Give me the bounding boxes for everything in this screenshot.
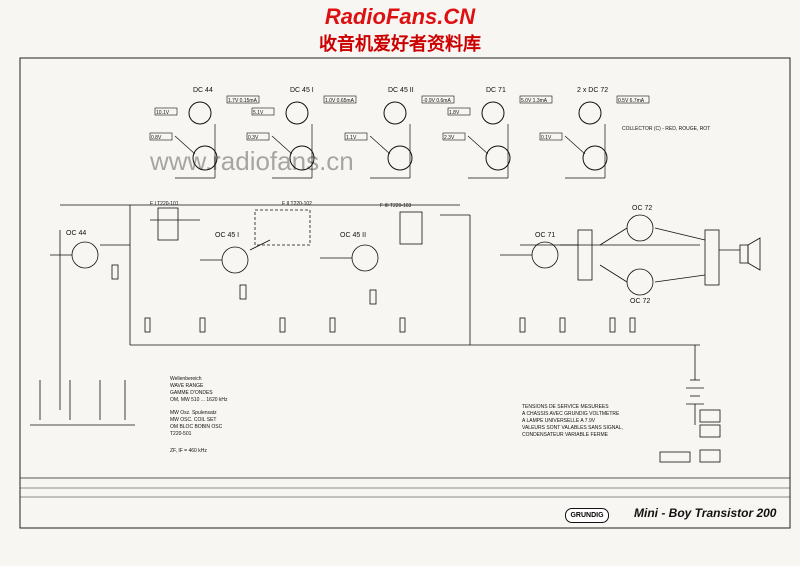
collector-note: COLLECTOR (C) - RED, ROUGE, ROT	[622, 126, 710, 132]
model-title: Mini - Boy Transistor 200	[634, 506, 777, 520]
label-f2: F II T220-102	[282, 201, 312, 207]
svg-text:2.3V: 2.3V	[444, 135, 455, 141]
svg-text:DC 71: DC 71	[486, 87, 506, 94]
svg-text:A CHASSIS AVEC GRUNDIG VOLTMET: A CHASSIS AVEC GRUNDIG VOLTMETRE	[522, 411, 620, 417]
svg-text:0.1V: 0.1V	[541, 135, 552, 141]
pinout-oc45-2: DC 45 II -0.9V 0.6mA 1.1V	[344, 87, 455, 179]
svg-text:1.7V 0.15mA: 1.7V 0.15mA	[228, 98, 258, 104]
svg-text:OM, MW 510 ... 1620 kHz: OM, MW 510 ... 1620 kHz	[170, 397, 228, 403]
svg-text:A LAMPE UNIVERSELLE A 7.9V: A LAMPE UNIVERSELLE A 7.9V	[522, 418, 596, 424]
pinout-oc45-1: DC 45 I 5.1V 1.0V 0.65mA 0.3V	[246, 87, 357, 179]
wave-range-legend: Wellenbereich WAVE RANGE GAMME D'ONDES O…	[170, 376, 228, 454]
pinout-oc44: DC 44 10.1V 1.7V 0.15mA 0.8V	[149, 87, 260, 179]
site-title: RadioFans.CN	[324, 4, 476, 29]
label-oc71: OC 71	[535, 232, 555, 239]
svg-text:10.1V: 10.1V	[156, 110, 170, 116]
label-f3: F III T220-103	[380, 203, 412, 209]
svg-text:GAMME D'ONDES: GAMME D'ONDES	[170, 390, 213, 396]
svg-text:ZF, IF = 460 kHz: ZF, IF = 460 kHz	[170, 448, 207, 454]
svg-text:0.8V: 0.8V	[151, 135, 162, 141]
svg-text:MW Osz. Spulensatz: MW Osz. Spulensatz	[170, 410, 217, 416]
pinout-2x-oc72: 2 x DC 72 0.5V 6.7mA 0.1V	[539, 87, 650, 179]
svg-text:DC 45 II: DC 45 II	[388, 87, 414, 94]
label-oc45-1: OC 45 I	[215, 232, 239, 239]
service-voltage-note: TENSIONS DE SERVICE MESUREES A CHASSIS A…	[522, 404, 623, 438]
svg-text:0.5V 6.7mA: 0.5V 6.7mA	[618, 98, 645, 104]
svg-text:1.0V 0.65mA: 1.0V 0.65mA	[325, 98, 355, 104]
label-f1: F I T220-101	[150, 201, 179, 207]
svg-text:Wellenbereich: Wellenbereich	[170, 376, 202, 382]
drawing-border	[19, 57, 791, 529]
svg-text:DC 45 I: DC 45 I	[290, 87, 314, 94]
svg-text:VALEURS SONT VALABLES SANS SIG: VALEURS SONT VALABLES SANS SIGNAL,	[522, 425, 623, 431]
svg-text:-0.9V 0.6mA: -0.9V 0.6mA	[423, 98, 451, 104]
svg-text:5.1V: 5.1V	[253, 110, 264, 116]
svg-text:0.3V: 0.3V	[248, 135, 259, 141]
svg-text:WAVE RANGE: WAVE RANGE	[170, 383, 204, 389]
svg-text:5.0V 1.3mA: 5.0V 1.3mA	[521, 98, 548, 104]
watermark-text: www.radiofans.cn	[149, 146, 354, 176]
svg-text:2 x DC 72: 2 x DC 72	[577, 87, 608, 94]
pinout-name: DC 44	[193, 87, 213, 94]
svg-text:1.8V: 1.8V	[449, 110, 460, 116]
svg-text:OM BLOC BOBIN OSC: OM BLOC BOBIN OSC	[170, 424, 223, 430]
svg-text:T220-501: T220-501	[170, 431, 192, 437]
label-oc44: OC 44	[66, 230, 86, 237]
svg-text:MW OSC. COIL SET: MW OSC. COIL SET	[170, 417, 216, 423]
svg-text:1.1V: 1.1V	[346, 135, 357, 141]
grundig-logo: GRUNDIG	[565, 508, 609, 523]
label-oc72-top: OC 72	[632, 205, 652, 212]
site-subtitle: 收音机爱好者资料库	[319, 34, 481, 54]
pinout-oc71: DC 71 1.8V 5.0V 1.3mA 2.3V	[442, 87, 553, 179]
label-oc72-bottom: OC 72	[630, 298, 650, 305]
svg-text:TENSIONS DE SERVICE MESUREES: TENSIONS DE SERVICE MESUREES	[522, 404, 609, 410]
transistor-pinouts: DC 44 10.1V 1.7V 0.15mA 0.8V DC 45 I 5.1…	[149, 87, 710, 179]
main-circuit	[30, 204, 761, 463]
label-oc45-2: OC 45 II	[340, 232, 366, 239]
svg-text:CONDENSATEUR VARIABLE FERME: CONDENSATEUR VARIABLE FERME	[522, 432, 609, 438]
